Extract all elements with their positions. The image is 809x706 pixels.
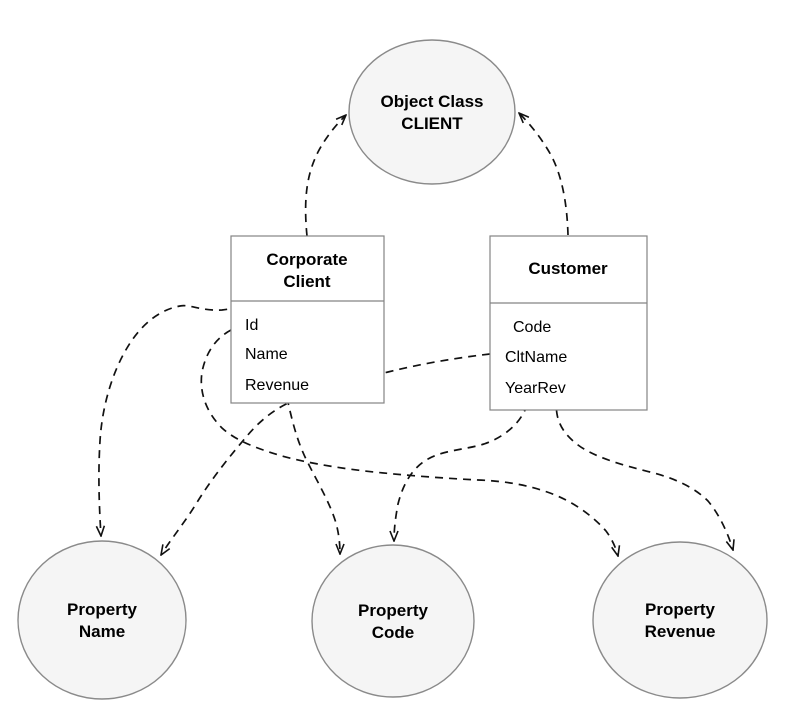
property-code-label-line1: Property <box>358 601 428 620</box>
edge-corporate-client-to-object-class <box>304 115 346 237</box>
corporate-client-title-line2: Client <box>283 272 331 291</box>
node-property-code: Property Code <box>311 544 475 698</box>
property-revenue-circle <box>592 541 768 699</box>
node-corporate-client: Corporate Client Id Name Revenue <box>230 235 385 404</box>
edge-cltname-to-property-name <box>161 353 491 555</box>
object-class-label-line2: CLIENT <box>401 114 463 133</box>
node-property-name: Property Name <box>17 540 187 700</box>
edge-yearrev-to-property-revenue <box>555 395 733 550</box>
node-object-class-client: Object Class CLIENT <box>348 39 516 185</box>
property-name-label-line2: Name <box>79 622 125 641</box>
edge-code-to-property-code <box>394 339 550 541</box>
edge-customer-to-object-class <box>519 113 569 236</box>
attribute-revenue: Revenue <box>245 377 309 394</box>
attribute-code: Code <box>513 319 551 336</box>
attribute-name: Name <box>245 346 288 363</box>
object-class-circle <box>348 39 516 185</box>
node-customer: Customer Code CltName YearRev <box>489 235 648 411</box>
edge-revenue-to-property-revenue <box>200 329 618 556</box>
property-revenue-label-line1: Property <box>645 600 715 619</box>
property-name-circle <box>17 540 187 700</box>
corporate-client-box <box>230 235 385 404</box>
corporate-client-title-line1: Corporate <box>266 250 347 269</box>
customer-box <box>489 235 648 411</box>
property-code-circle <box>311 544 475 698</box>
customer-title: Customer <box>528 259 608 278</box>
property-name-label-line1: Property <box>67 600 137 619</box>
property-revenue-label-line2: Revenue <box>645 622 716 641</box>
object-class-label-line1: Object Class <box>381 92 484 111</box>
property-code-label-line2: Code <box>372 623 415 642</box>
attribute-id: Id <box>245 317 258 334</box>
node-property-revenue: Property Revenue <box>592 541 768 699</box>
attribute-yearrev: YearRev <box>505 380 566 397</box>
attribute-cltname: CltName <box>505 349 567 366</box>
